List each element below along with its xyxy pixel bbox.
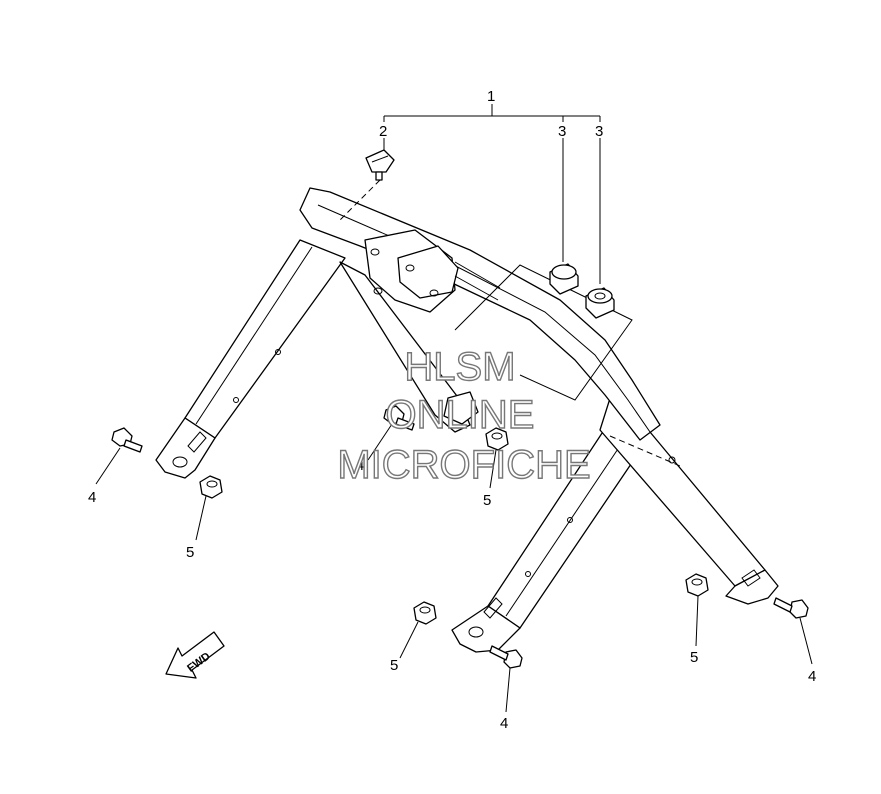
callout-4b: 4 <box>356 457 364 474</box>
callout-2: 2 <box>379 123 387 140</box>
callout-numbers: 1 2 3 3 4 4 4 4 5 5 5 5 <box>88 88 816 732</box>
rear-right-leg-foot <box>725 569 779 605</box>
leader-lines <box>95 104 813 713</box>
bolt-right <box>773 597 809 619</box>
callout-5b: 5 <box>483 492 491 509</box>
left-leg-foot <box>155 417 216 479</box>
callout-4a: 4 <box>88 489 96 506</box>
nut-center <box>485 427 509 451</box>
nut-bottom <box>413 601 437 625</box>
damper-2 <box>585 287 615 319</box>
bolt-center <box>383 405 415 431</box>
callout-5c: 5 <box>390 657 398 674</box>
right-leg-foot <box>451 605 521 653</box>
callout-5d: 5 <box>690 649 698 666</box>
watermark-line-1: HLSM <box>404 345 515 389</box>
mounting-plate-upper <box>397 245 459 299</box>
watermark: HLSM ONLINE MICROFICHE <box>337 344 592 487</box>
bolt-bottom <box>489 645 523 669</box>
callout-3a: 3 <box>558 123 566 140</box>
nut-left <box>199 475 223 499</box>
callout-3b: 3 <box>595 123 603 140</box>
nut-right <box>685 573 709 597</box>
bolt-left <box>111 427 143 453</box>
center-bracket <box>443 391 479 425</box>
watermark-line-2: ONLINE <box>386 393 535 437</box>
callout-1: 1 <box>487 88 495 105</box>
watermark-line-3: MICROFICHE <box>337 443 590 487</box>
bracket-assembly <box>155 187 779 653</box>
callout-4c: 4 <box>500 715 508 732</box>
clip-part <box>365 149 395 181</box>
alignment-lines <box>339 179 681 467</box>
damper-1 <box>549 263 579 295</box>
callout-4d: 4 <box>808 668 816 685</box>
callout-5a: 5 <box>186 544 194 561</box>
fwd-arrow-icon: FWD <box>165 631 225 679</box>
diagonal-brace <box>339 261 471 433</box>
left-leg <box>184 239 346 439</box>
